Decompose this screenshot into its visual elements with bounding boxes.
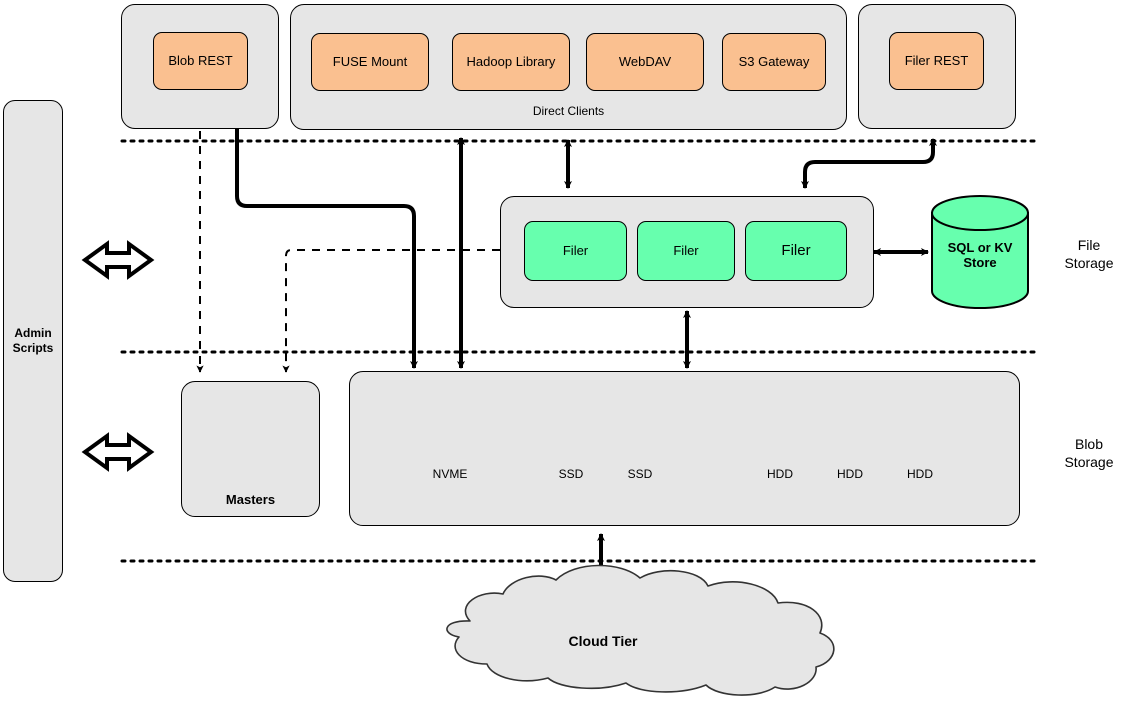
hadoop-library-label: Hadoop Library: [466, 53, 556, 69]
file-storage-label-line1: File: [1077, 237, 1101, 253]
filer-label-1: Filer: [562, 242, 589, 258]
admin-scripts-label-line1: Admin: [14, 326, 52, 340]
s3-gateway-label: S3 Gateway: [738, 53, 810, 69]
filer-chip-1[interactable]: Filer: [524, 221, 627, 281]
fuse-mount-label: FUSE Mount: [332, 53, 408, 69]
blob-storage-tier-label: Blob Storage: [1058, 435, 1120, 471]
webdav-chip[interactable]: WebDAV: [586, 33, 704, 91]
blob-storage-label-line1: Blob: [1074, 436, 1104, 452]
masters-label: Masters: [225, 492, 276, 507]
admin-scripts-box[interactable]: Admin Scripts: [3, 100, 63, 582]
metadata-store-label-line2: Store: [963, 255, 997, 270]
blob-rest-to-volumes-connector: [235, 126, 418, 369]
cloud-tier-label: Cloud Tier: [568, 633, 638, 649]
filer-chip-3[interactable]: Filer: [745, 221, 847, 281]
filer-label-2: Filer: [673, 242, 699, 258]
admin-scripts-label-line2: Scripts: [12, 341, 54, 355]
cloud-tier-shape: [446, 564, 835, 696]
blob-rest-chip[interactable]: Blob REST: [153, 32, 248, 90]
hadoop-library-chip[interactable]: Hadoop Library: [452, 33, 570, 91]
metadata-store-label-line1: SQL or KV: [947, 240, 1013, 255]
webdav-label: WebDAV: [618, 53, 672, 69]
admin-blob-storage-arrow: [81, 432, 155, 472]
filer-to-masters-dashed-connector: [282, 249, 500, 373]
s3-gateway-chip[interactable]: S3 Gateway: [722, 33, 826, 91]
volume-servers-panel: [349, 371, 1020, 526]
metadata-store-cylinder: [931, 195, 1029, 309]
masters-group-panel: [181, 381, 320, 517]
fuse-mount-chip[interactable]: FUSE Mount: [311, 33, 429, 91]
filer-rest-chip[interactable]: Filer REST: [889, 32, 984, 90]
blob-rest-label: Blob REST: [168, 52, 233, 68]
admin-file-storage-arrow: [81, 240, 155, 280]
blob-storage-label-line2: Storage: [1064, 454, 1114, 471]
filer-rest-label: Filer REST: [904, 52, 969, 68]
file-storage-tier-label: File Storage: [1058, 236, 1120, 272]
direct-clients-caption: Direct Clients: [532, 104, 605, 118]
metadata-store-label: SQL or KV Store: [930, 240, 1030, 270]
file-storage-label-line2: Storage: [1064, 255, 1114, 272]
filer-chip-2[interactable]: Filer: [637, 221, 735, 281]
filer-label-3: Filer: [781, 242, 811, 260]
filer-rest-to-filers-arrow: [801, 138, 937, 189]
